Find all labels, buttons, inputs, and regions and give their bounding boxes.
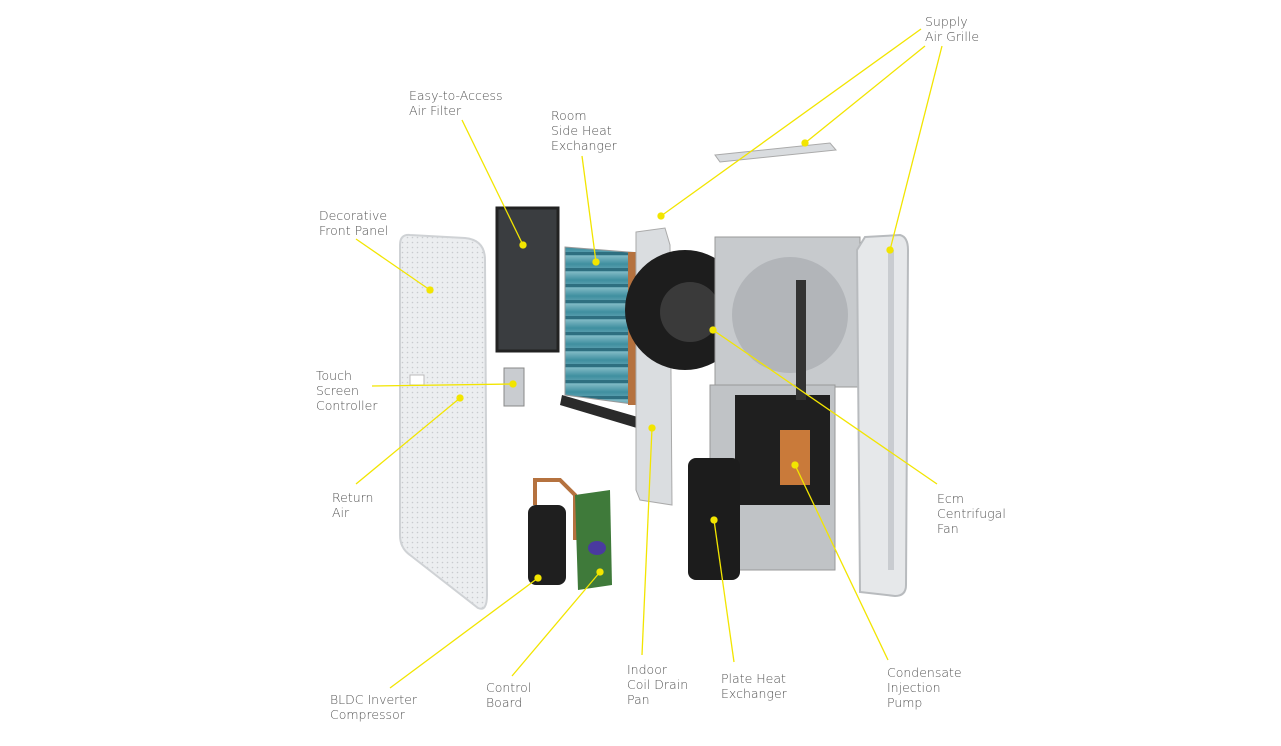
bldc-compressor <box>528 505 566 585</box>
compressor-piping <box>533 478 577 540</box>
label-room-heat-exchanger: Room Side Heat Exchanger <box>551 108 617 153</box>
label-touch-screen: Touch Screen Controller <box>316 368 378 413</box>
grille-slot <box>888 250 894 570</box>
fan-housing <box>732 257 848 373</box>
supply-air-grille-side <box>855 233 910 598</box>
touch-screen-window <box>409 374 425 386</box>
label-return-air: Return Air <box>332 490 374 520</box>
air-filter <box>495 206 560 353</box>
label-plate-heat-exchanger: Plate Heat Exchanger <box>721 671 787 701</box>
label-supply-air-grille: Supply Air Grille <box>925 14 980 44</box>
decorative-front-panel <box>399 233 489 610</box>
capacitor <box>588 541 606 555</box>
copper-pipe <box>796 280 806 400</box>
label-compressor: BLDC Inverter Compressor <box>330 692 418 722</box>
label-air-filter: Easy-to-Access Air Filter <box>409 88 503 118</box>
label-front-panel: Decorative Front Panel <box>319 208 389 238</box>
leader-lines <box>355 28 943 689</box>
label-condensate-pump: Condensate Injection Pump <box>887 665 962 710</box>
label-ecm-fan: Ecm Centrifugal Fan <box>937 491 1006 536</box>
condensate-pump <box>780 430 810 485</box>
label-control-board: Control Board <box>486 680 532 710</box>
control-board <box>575 490 612 590</box>
fan-hub <box>660 282 720 342</box>
label-drain-pan: Indoor Coil Drain Pan <box>627 662 689 707</box>
supply-air-grille-top <box>714 142 838 163</box>
